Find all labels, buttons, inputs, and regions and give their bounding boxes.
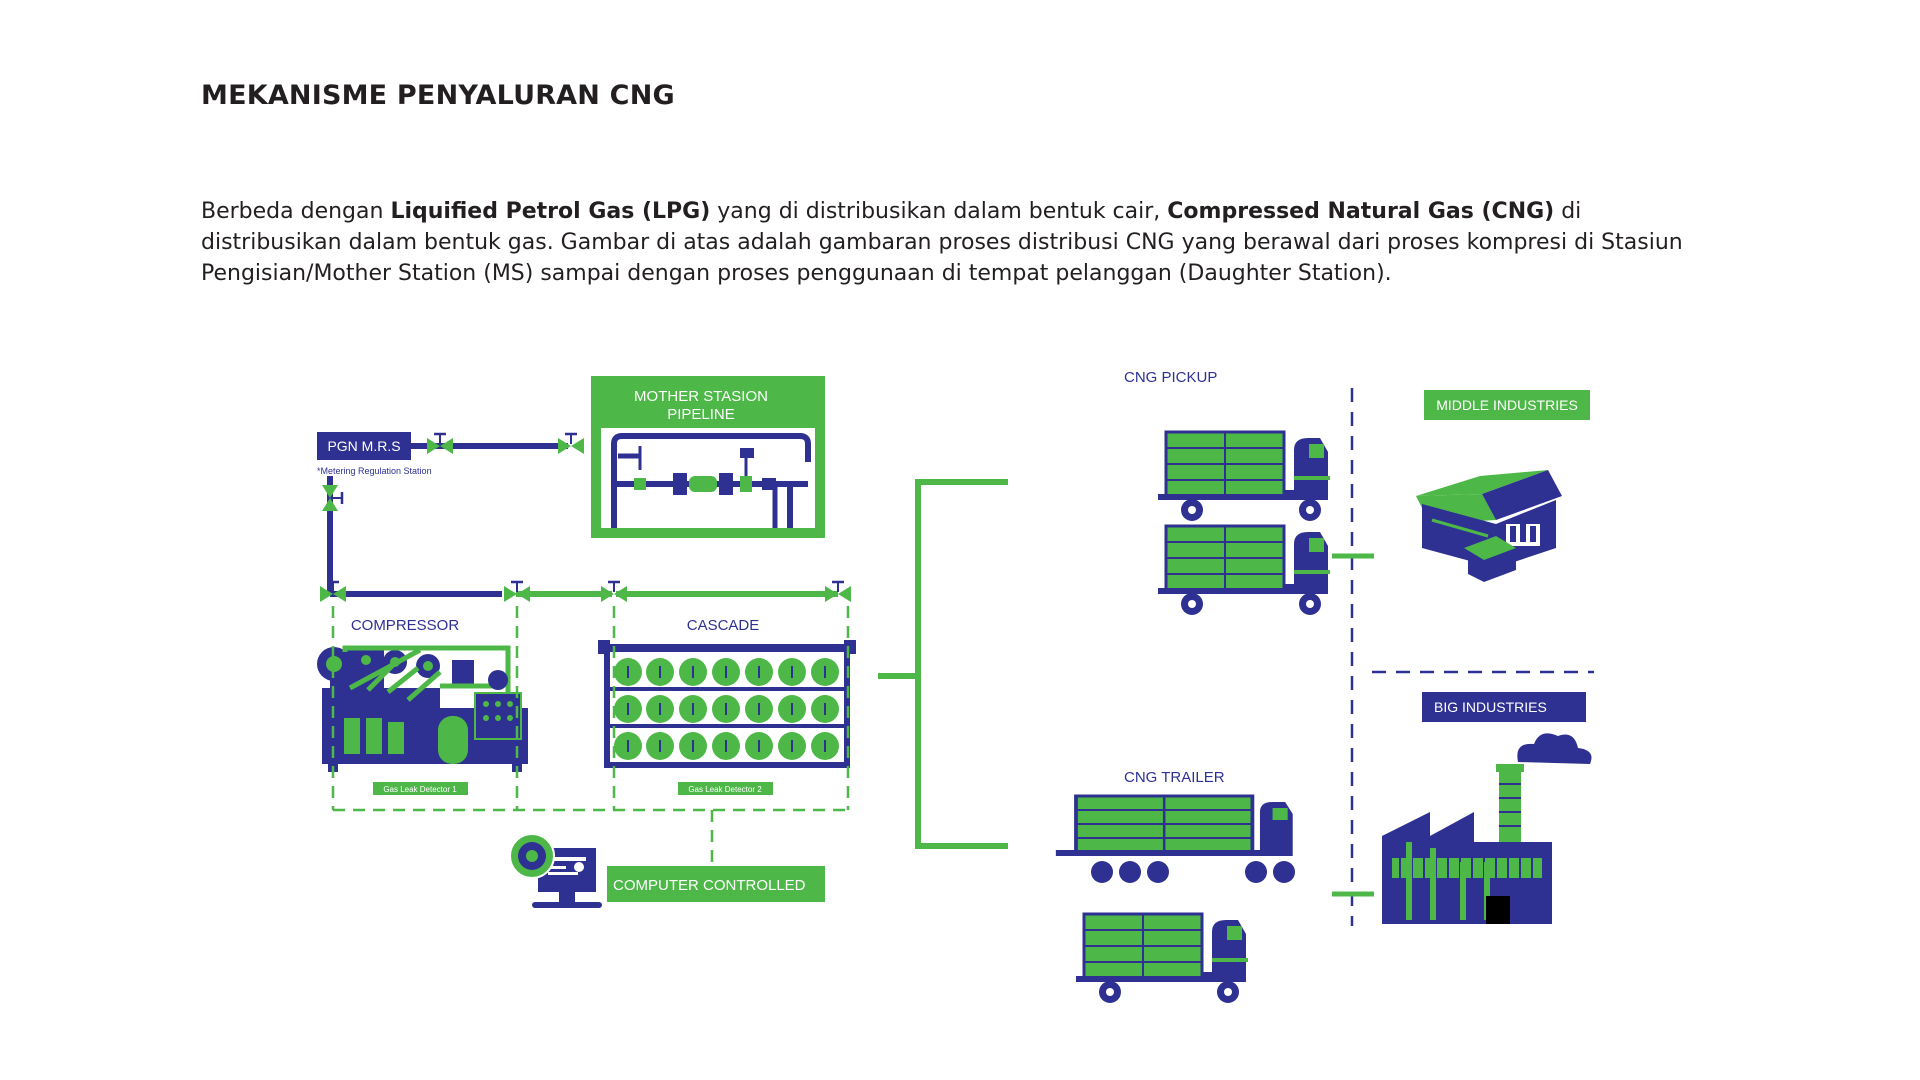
leak-detector-loop	[331, 606, 850, 866]
cng-pickup-label: CNG PICKUP	[1124, 369, 1217, 386]
customer-separators	[1332, 388, 1594, 926]
svg-text:MOTHER STASION: MOTHER STASION	[634, 388, 768, 405]
svg-text:PGN M.R.S: PGN M.R.S	[327, 438, 400, 454]
page-title: MEKANISME PENYALURAN CNG	[201, 80, 675, 111]
intro-text-3: di distribusikan dalam bentuk gas. Gamba…	[201, 199, 1683, 286]
truck-icon	[1074, 912, 1250, 1005]
factory-icon	[1382, 733, 1592, 924]
valve-icon	[318, 580, 348, 604]
valve-icon	[502, 580, 532, 604]
intro-text-2: yang di distribusikan dalam bentuk cair,	[710, 199, 1168, 224]
intro-paragraph: Berbeda dengan Liquified Petrol Gas (LPG…	[201, 196, 1701, 289]
compressor-icon	[317, 645, 528, 772]
truck-icon	[1055, 794, 1293, 856]
intro-bold-lpg: Liquified Petrol Gas (LPG)	[390, 199, 711, 224]
middle-industries-box: MIDDLE INDUSTRIES	[1424, 390, 1590, 420]
svg-text:COMPUTER CONTROLLED: COMPUTER CONTROLLED	[613, 877, 806, 894]
warehouse-icon	[1416, 470, 1562, 582]
metering-note: *Metering Regulation Station	[317, 466, 432, 476]
svg-text:PIPELINE: PIPELINE	[667, 406, 735, 423]
svg-text:Gas Leak Detector 1: Gas Leak Detector 1	[383, 785, 457, 794]
valve-icon	[599, 580, 629, 604]
intro-bold-cng: Compressed Natural Gas (CNG)	[1167, 199, 1555, 224]
valve-icon	[320, 483, 344, 513]
valve-icon	[823, 580, 853, 604]
valve-icon	[556, 432, 586, 456]
cascade-cylinders-icon	[598, 640, 856, 768]
svg-text:MIDDLE INDUSTRIES: MIDDLE INDUSTRIES	[1436, 397, 1578, 413]
cascade-label: CASCADE	[687, 617, 760, 634]
svg-text:BIG INDUSTRIES: BIG INDUSTRIES	[1434, 699, 1547, 715]
cng-trailer-label: CNG TRAILER	[1124, 769, 1225, 786]
distribution-pipe	[878, 479, 1008, 849]
svg-text:Gas Leak Detector 2: Gas Leak Detector 2	[688, 785, 762, 794]
truck-icon	[1156, 524, 1332, 617]
big-industries-box: BIG INDUSTRIES	[1422, 692, 1586, 722]
compressor-label: COMPRESSOR	[351, 617, 460, 634]
mother-station-pipeline: MOTHER STASION PIPELINE	[591, 376, 825, 538]
valve-icon	[425, 432, 455, 456]
truck-icon	[1156, 430, 1332, 523]
gas-leak-detector-1: Gas Leak Detector 1	[373, 782, 468, 795]
intro-text-1: Berbeda dengan	[201, 199, 391, 224]
pgn-mrs-box: PGN M.R.S	[317, 432, 411, 460]
trailer-wheels	[1091, 861, 1295, 883]
gas-leak-detector-2: Gas Leak Detector 2	[678, 782, 773, 795]
computer-controlled-box: COMPUTER CONTROLLED	[607, 866, 825, 902]
pipeline-icon	[611, 433, 811, 528]
computer-icon	[509, 833, 602, 908]
